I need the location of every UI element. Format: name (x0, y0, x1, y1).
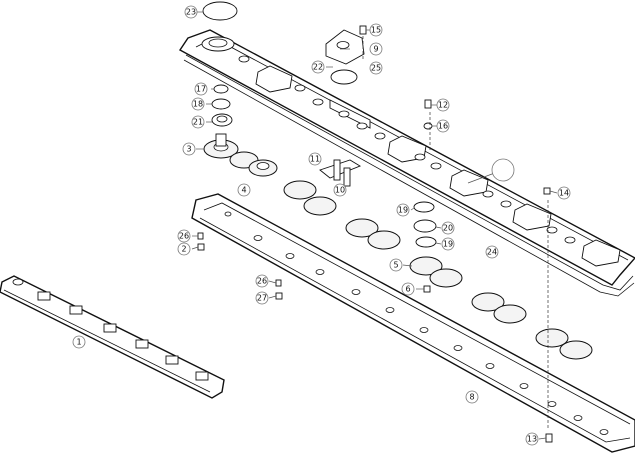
callout-13: 13 (525, 432, 539, 446)
svg-text:12: 12 (438, 101, 448, 110)
callout-19-upper: 19 (396, 203, 410, 217)
svg-text:19: 19 (443, 240, 453, 249)
callout-1: 1 (72, 335, 86, 349)
hardware (197, 25, 553, 443)
svg-text:2: 2 (181, 245, 186, 254)
callout-20: 20 (441, 221, 455, 235)
svg-text:10: 10 (335, 186, 345, 195)
callout-14: 14 (557, 186, 571, 200)
svg-text:14: 14 (559, 189, 569, 198)
highlight-ring (491, 158, 515, 182)
svg-text:9: 9 (373, 45, 378, 54)
callout-19-lower: 19 (441, 237, 455, 251)
callout-27: 27 (255, 291, 269, 305)
callout-12: 12 (436, 98, 450, 112)
callout-9: 9 (369, 42, 383, 56)
svg-text:15: 15 (371, 26, 381, 35)
svg-text:27: 27 (257, 294, 267, 303)
svg-text:21: 21 (193, 118, 203, 127)
svg-text:11: 11 (310, 155, 320, 164)
callout-16: 16 (436, 119, 450, 133)
callout-11: 11 (308, 152, 322, 166)
callout-15: 15 (369, 23, 383, 37)
svg-text:18: 18 (193, 100, 203, 109)
upper-housing (178, 29, 635, 297)
callout-8: 8 (465, 390, 479, 404)
svg-text:1: 1 (76, 338, 81, 347)
svg-text:5: 5 (393, 261, 398, 270)
callout-18: 18 (191, 97, 205, 111)
callout-25: 25 (369, 61, 383, 75)
leader-lines (191, 11, 558, 440)
callout-3: 3 (182, 142, 196, 156)
svg-text:13: 13 (527, 435, 537, 444)
callout-22: 22 (311, 60, 325, 74)
gears (202, 1, 593, 360)
svg-text:23: 23 (186, 8, 196, 17)
svg-text:25: 25 (371, 64, 381, 73)
callout-10: 10 (333, 183, 347, 197)
callout-5: 5 (389, 258, 403, 272)
svg-text:24: 24 (487, 248, 497, 257)
svg-text:17: 17 (196, 85, 206, 94)
callout-6: 6 (401, 282, 415, 296)
lower-plate (191, 193, 635, 453)
complete-assembly-thumbnail (0, 275, 225, 399)
callout-23: 23 (184, 5, 198, 19)
callout-7[interactable]: 7 (491, 158, 515, 182)
callout-21: 21 (191, 115, 205, 129)
svg-text:4: 4 (241, 186, 246, 195)
callout-17: 17 (194, 82, 208, 96)
svg-text:20: 20 (443, 224, 453, 233)
callout-26-right: 26 (255, 274, 269, 288)
svg-text:22: 22 (313, 63, 323, 72)
svg-text:26: 26 (179, 232, 189, 241)
svg-text:19: 19 (398, 206, 408, 215)
svg-text:8: 8 (469, 393, 474, 402)
callout-2: 2 (177, 242, 191, 256)
assembly-axis-lines (362, 36, 549, 430)
callout-26-left: 26 (177, 229, 191, 243)
svg-text:16: 16 (438, 122, 448, 131)
svg-text:6: 6 (405, 285, 410, 294)
svg-text:3: 3 (186, 145, 191, 154)
callout-24: 24 (485, 245, 499, 259)
callouts: 23 15 9 22 25 17 18 21 12 16 3 11 10 4 7 (72, 5, 571, 446)
svg-text:26: 26 (257, 277, 267, 286)
callout-4: 4 (237, 183, 251, 197)
